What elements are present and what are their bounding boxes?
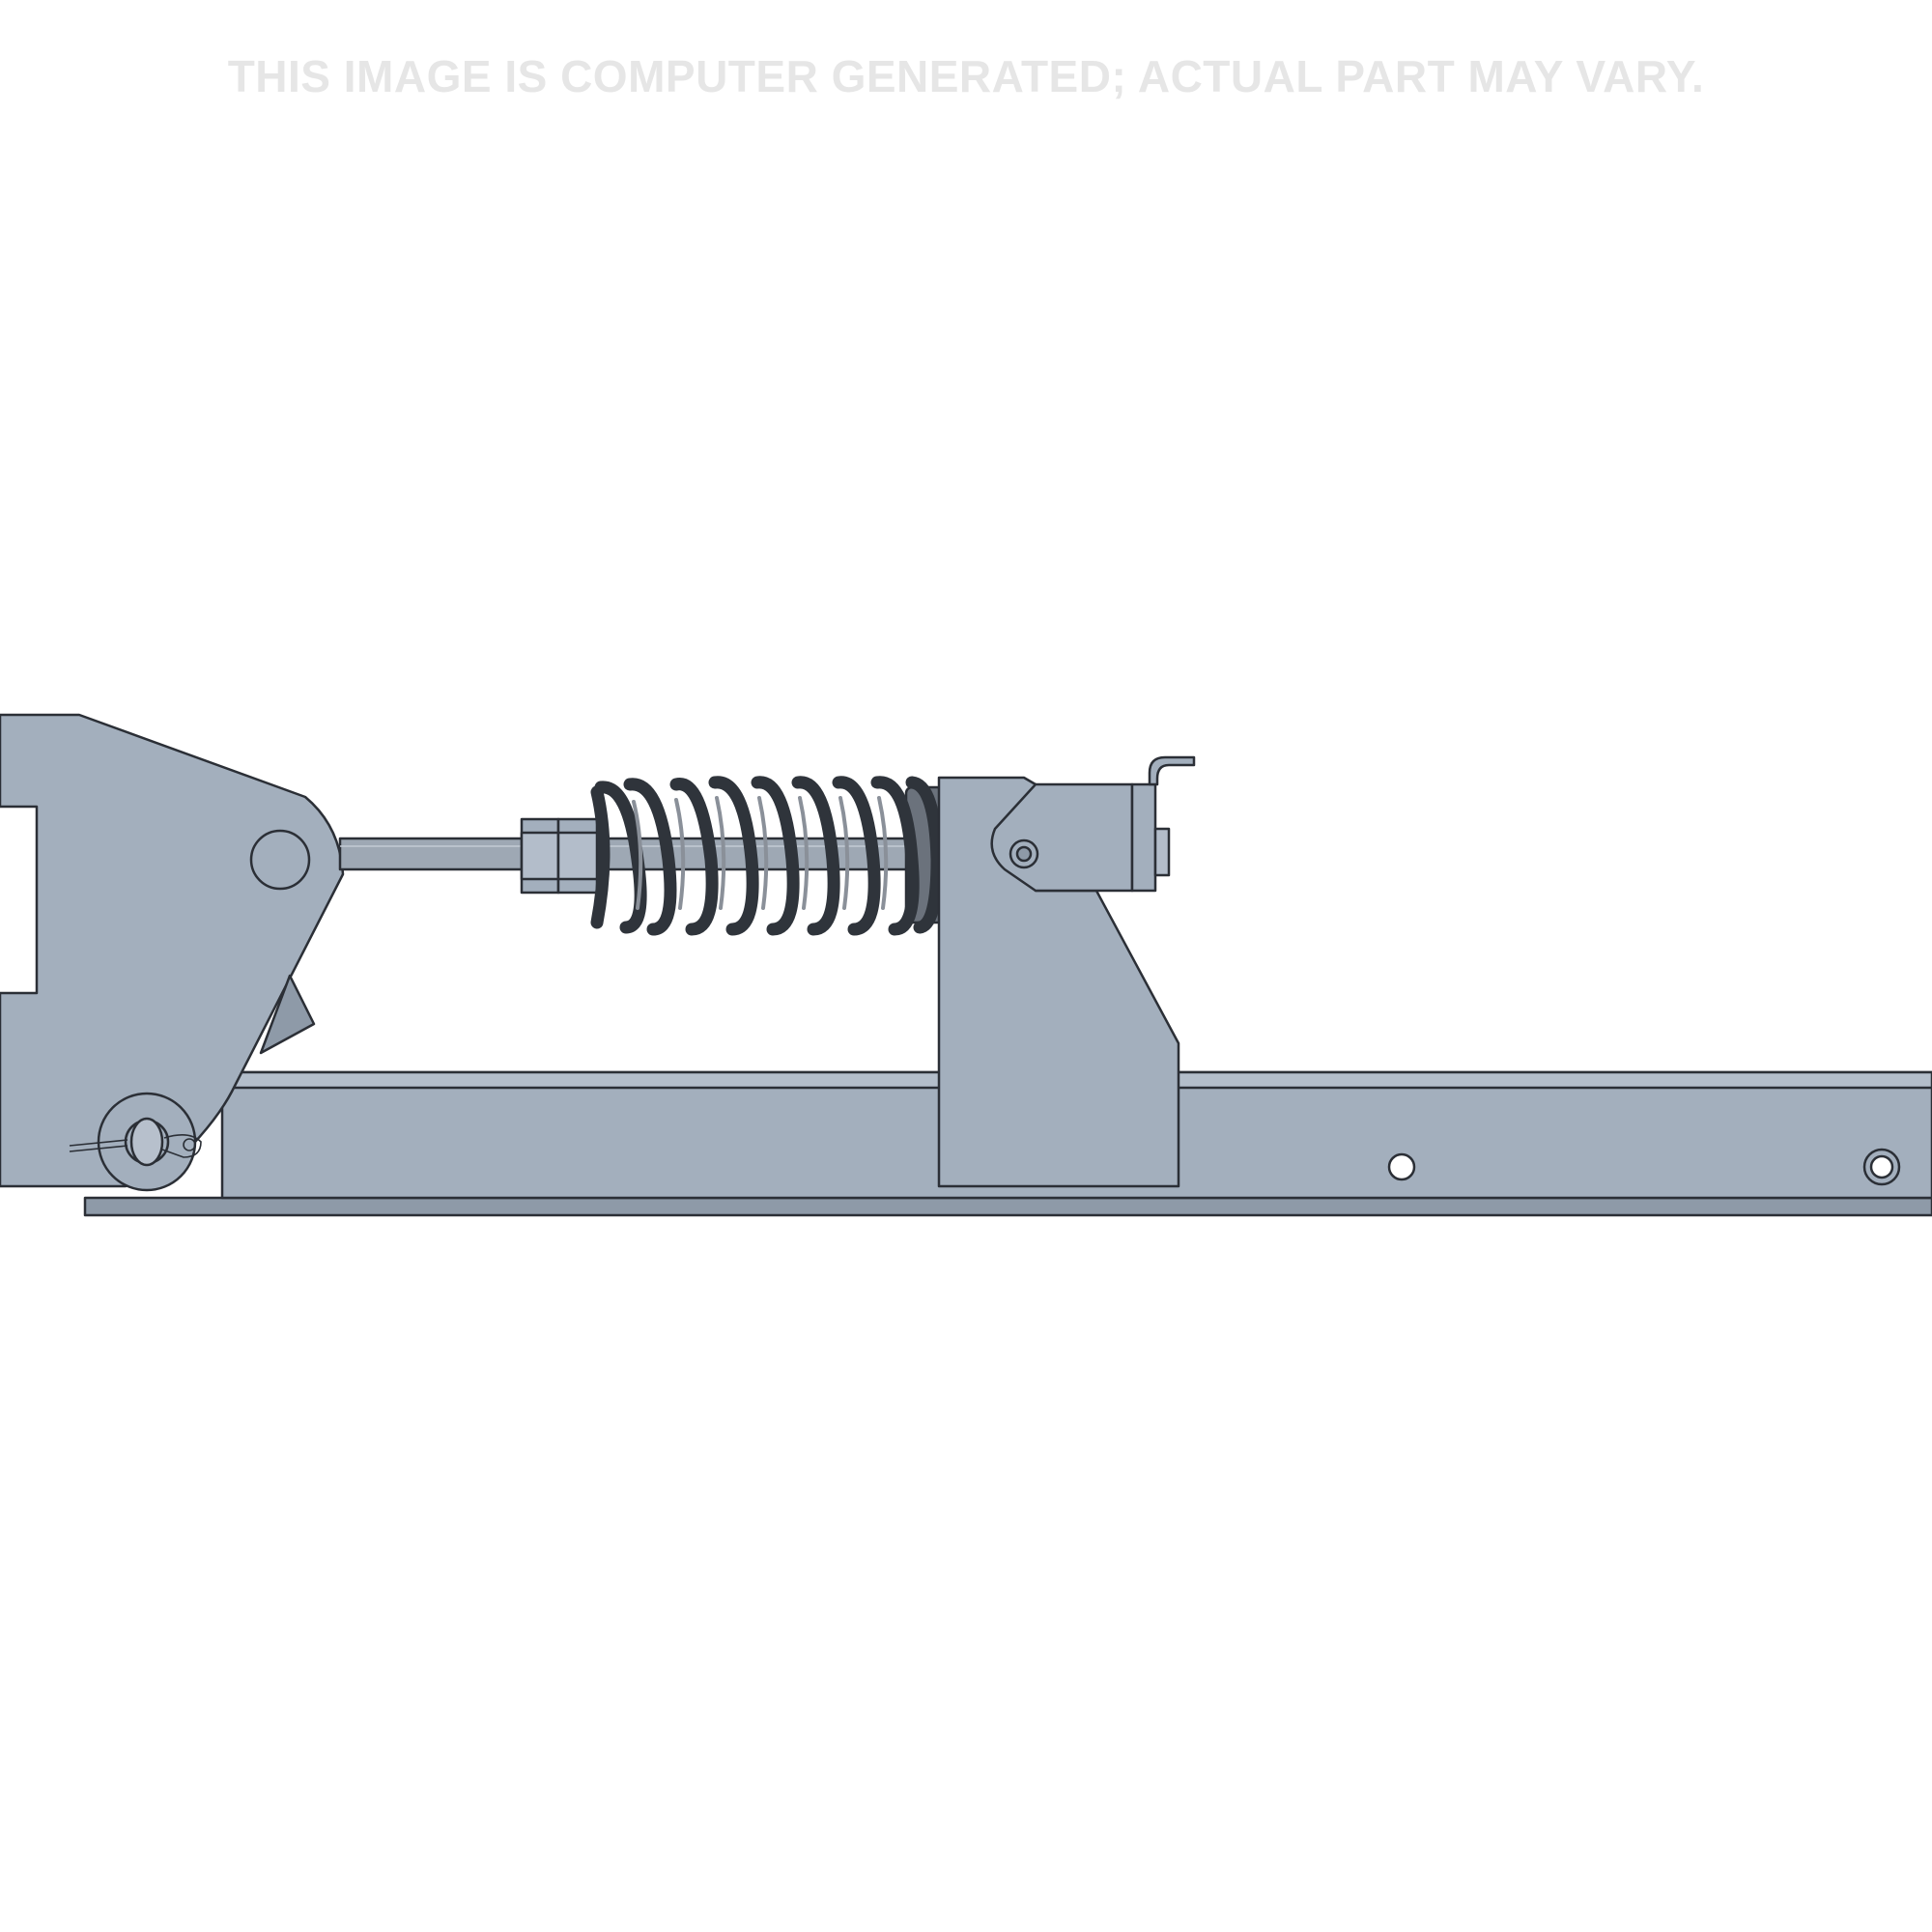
spring-bracket (937, 755, 1196, 1188)
main-frame-bar (83, 1070, 1932, 1217)
hex-nut-icon (520, 817, 599, 895)
bar-hole-middle (1387, 1152, 1416, 1181)
bar-hole-end (1862, 1148, 1901, 1186)
left-pivot-plate (0, 713, 345, 1188)
pivot-pin (97, 1092, 197, 1192)
cotter-pin-icon (69, 1134, 202, 1158)
disclaimer-text: THIS IMAGE IS COMPUTER GENERATED; ACTUAL… (227, 51, 1705, 101)
coil-spring-icon (590, 776, 945, 936)
